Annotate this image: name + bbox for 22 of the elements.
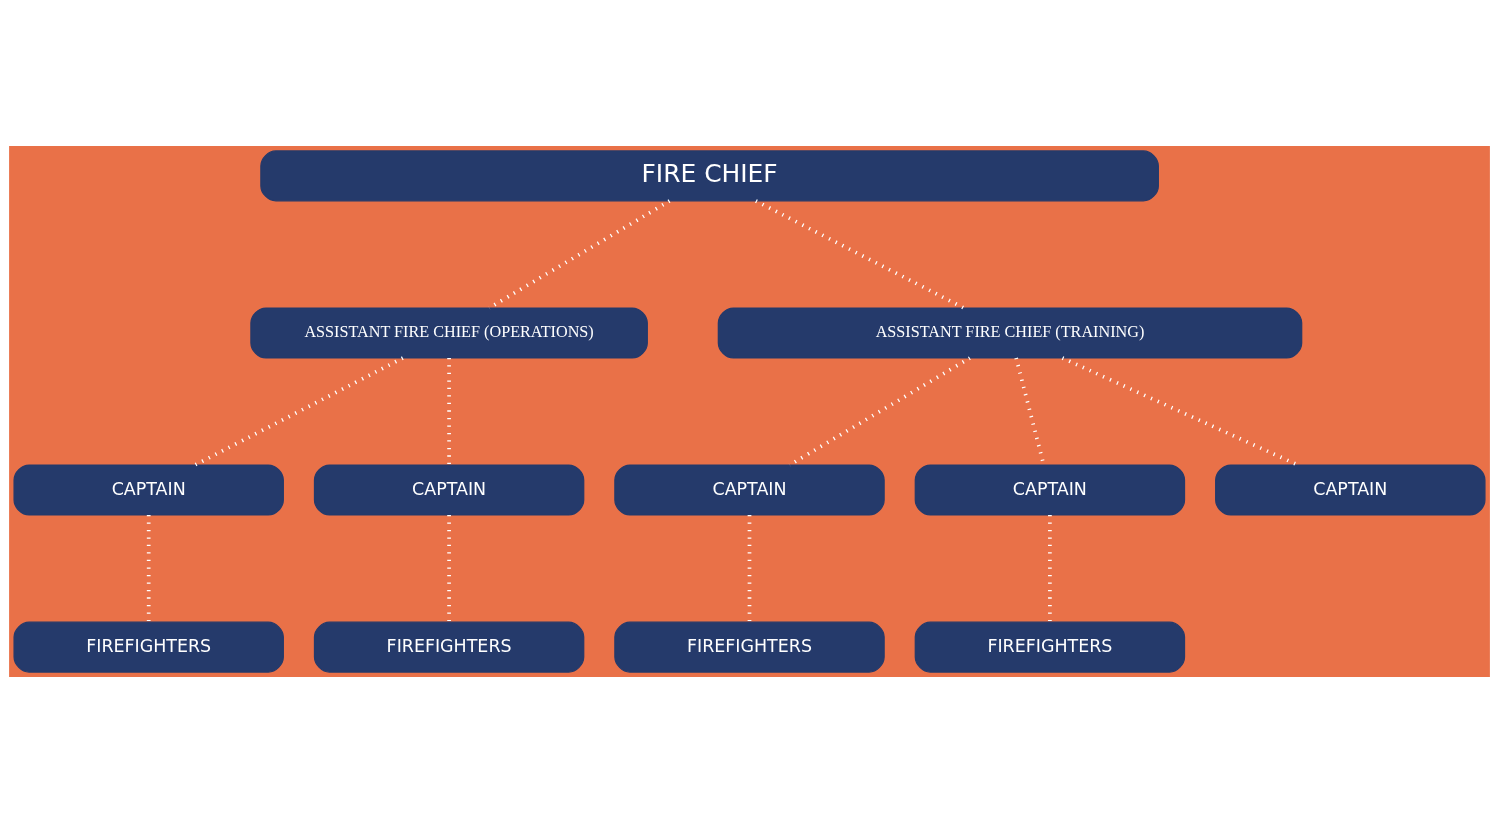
node-box: CAPTAIN <box>914 464 1186 516</box>
node-box: CAPTAIN <box>13 464 284 516</box>
connector <box>194 356 404 467</box>
connector <box>788 356 971 467</box>
node-box: ASSISTANT FIRE CHIEF (OPERATIONS) <box>250 307 648 359</box>
node-box: CAPTAIN <box>614 464 885 516</box>
node-box: FIREFIGHTERS <box>914 621 1186 673</box>
connector <box>447 515 451 622</box>
connector <box>1048 515 1052 622</box>
node-box: FIREFIGHTERS <box>614 621 885 673</box>
node-box: CAPTAIN <box>1215 464 1486 516</box>
connector <box>747 515 752 622</box>
node-box: CAPTAIN <box>313 464 585 516</box>
connector <box>1061 356 1299 467</box>
connector <box>447 358 451 465</box>
connector <box>146 515 151 622</box>
node-box: FIRE CHIEF <box>260 150 1159 202</box>
connector <box>488 199 671 310</box>
node-box: FIREFIGHTERS <box>13 621 284 673</box>
node-box: FIREFIGHTERS <box>313 621 585 673</box>
connector <box>755 199 965 310</box>
node-box: ASSISTANT FIRE CHIEF (TRAINING) <box>717 307 1303 359</box>
